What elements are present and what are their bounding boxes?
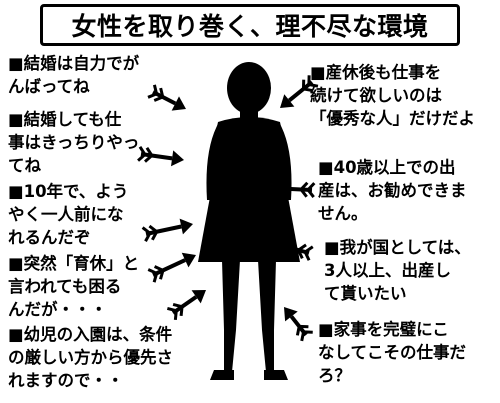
- message-line: ■結婚は自力でが: [8, 54, 140, 73]
- message-line: て貰いたい: [324, 284, 407, 303]
- message-line: ■産休後も仕事を: [310, 63, 442, 82]
- message-line: てね: [8, 156, 41, 175]
- message-line: 続けて欲しいのは: [310, 86, 442, 105]
- arrow: [137, 145, 184, 167]
- arrow: [280, 240, 314, 261]
- message-line: れますので・・: [8, 371, 124, 390]
- right-message-4: ■家事を完璧にこなしてこその仕事だろ？: [318, 318, 466, 387]
- message-line: ■家事を完璧にこ: [318, 320, 449, 339]
- message-line: ■突然「育休」と: [8, 254, 140, 273]
- arrow: [147, 252, 196, 283]
- right-message-1: ■産休後も仕事を続けて欲しいのは「優秀な人」だけだよ: [310, 61, 475, 130]
- left-message-2: ■結婚しても仕事はきっちりやってね: [8, 108, 139, 177]
- message-line: 事はきっちりやっ: [8, 133, 140, 152]
- arrow: [166, 290, 206, 321]
- message-line: やく一人前にな: [8, 205, 124, 224]
- message-line: んだが・・・: [8, 300, 107, 319]
- arrow: [280, 75, 319, 108]
- arrow: [141, 218, 193, 242]
- left-message-4: ■突然「育休」と言われても困るんだが・・・: [8, 252, 139, 321]
- right-message-2: ■40歳以上での出産は、お勧めできません。: [318, 156, 467, 225]
- message-line: ■結婚しても仕: [8, 110, 122, 129]
- left-message-3: ■10年で、ようやく一人前になれるんだぞ: [8, 180, 128, 249]
- message-line: ろ？: [318, 366, 351, 385]
- arrow: [147, 84, 186, 111]
- message-line: ■10年で、よう: [8, 182, 129, 201]
- message-line: ■幼児の入園は、条件: [8, 325, 173, 344]
- message-line: ■我が国としては、: [324, 238, 471, 257]
- left-message-1: ■結婚は自力でがんばってね: [8, 52, 139, 98]
- page-title: 女性を取り巻く、理不尽な環境: [71, 12, 429, 41]
- right-message-3: ■我が国としては、 3人以上、出産して貰いたい: [324, 236, 471, 305]
- title-box: 女性を取り巻く、理不尽な環境: [40, 4, 460, 46]
- arrows: [137, 75, 319, 342]
- message-line: せん。: [318, 204, 368, 223]
- message-line: 「優秀な人」だけだよ: [310, 109, 475, 128]
- message-line: 言われても困る: [8, 277, 122, 296]
- message-line: なしてこその仕事だ: [318, 343, 467, 362]
- woman-silhouette: [198, 62, 300, 380]
- message-line: 3人以上、出産し: [324, 261, 451, 280]
- arrow: [271, 180, 316, 199]
- left-message-5: ■幼児の入園は、条件の厳しい方から優先されますので・・: [8, 323, 173, 392]
- message-line: 産は、お勧めできま: [318, 181, 467, 200]
- message-line: れるんだぞ: [8, 228, 91, 247]
- message-line: の厳しい方から優先さ: [8, 348, 173, 367]
- message-line: んばってね: [8, 77, 90, 96]
- message-line: ■40歳以上での出: [318, 158, 456, 177]
- arrow: [284, 307, 313, 342]
